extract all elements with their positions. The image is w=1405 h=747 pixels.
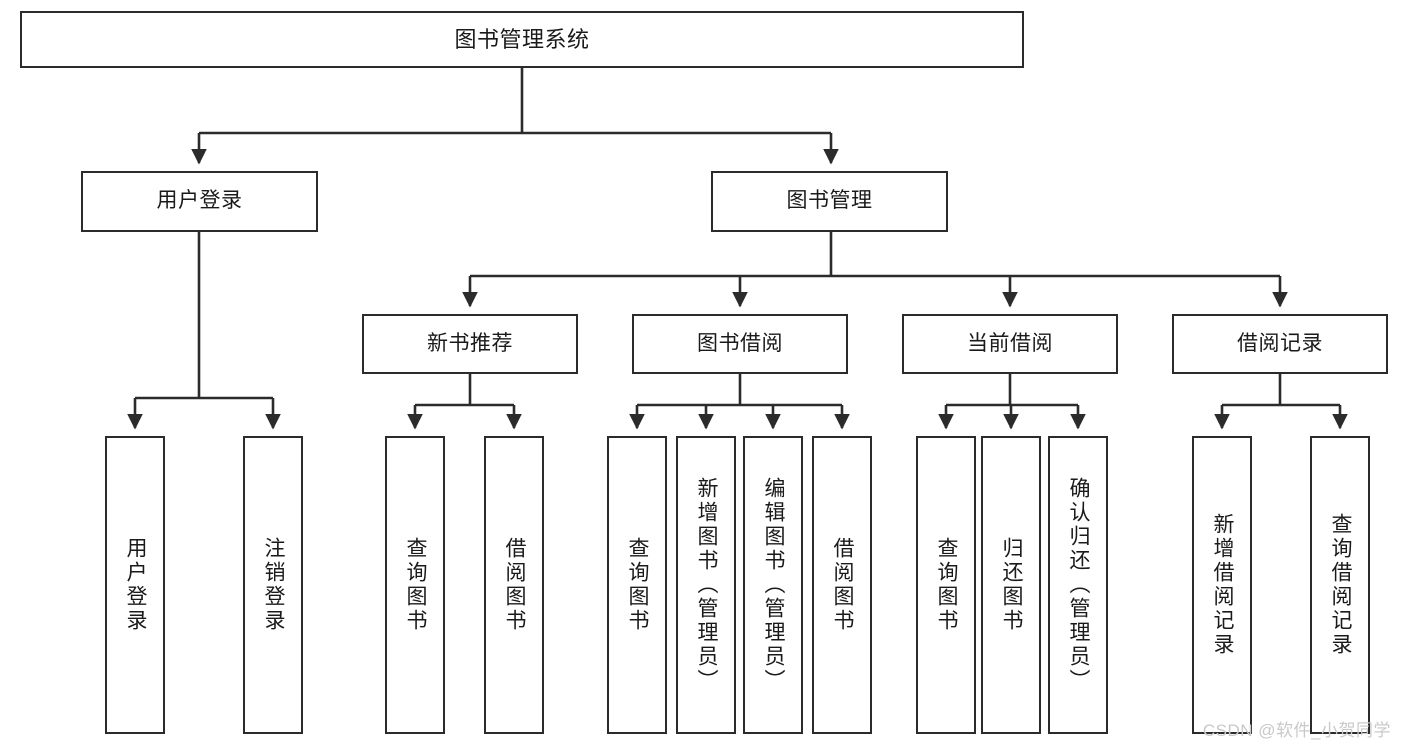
leaf-user-login[interactable]: 用户登录 [105, 436, 165, 734]
node-current-borrow[interactable]: 当前借阅 [902, 314, 1118, 374]
node-label: 用户登录 [124, 537, 148, 633]
leaf-logout[interactable]: 注销登录 [243, 436, 303, 734]
node-label: 借阅图书 [831, 537, 855, 633]
node-label: 图书管理 [786, 189, 873, 213]
node-label: 查询借阅记录 [1329, 513, 1353, 657]
leaf-borrow-book[interactable]: 借阅图书 [812, 436, 872, 734]
node-label: 新增图书（管理员） [695, 477, 719, 693]
leaf-confirm-return-admin[interactable]: 确认归还（管理员） [1048, 436, 1108, 734]
node-label: 借阅记录 [1237, 331, 1323, 355]
leaf-query-book-borrow[interactable]: 查询图书 [607, 436, 667, 734]
node-user-login[interactable]: 用户登录 [81, 171, 318, 232]
leaf-query-book-recommend[interactable]: 查询图书 [385, 436, 445, 734]
leaf-add-book-admin[interactable]: 新增图书（管理员） [676, 436, 736, 734]
node-borrow-records[interactable]: 借阅记录 [1172, 314, 1388, 374]
node-book-borrow[interactable]: 图书借阅 [632, 314, 848, 374]
node-label: 图书借阅 [697, 331, 783, 355]
node-label: 用户登录 [156, 189, 243, 213]
node-label: 查询图书 [404, 537, 428, 633]
leaf-query-book-current[interactable]: 查询图书 [916, 436, 976, 734]
node-label: 新书推荐 [427, 331, 513, 355]
node-new-book-recommend[interactable]: 新书推荐 [362, 314, 578, 374]
node-label: 新增借阅记录 [1211, 513, 1235, 657]
node-label: 图书管理系统 [454, 26, 590, 52]
node-label: 归还图书 [1000, 537, 1024, 633]
node-label: 查询图书 [626, 537, 650, 633]
node-label: 确认归还（管理员） [1067, 477, 1091, 693]
node-book-management[interactable]: 图书管理 [711, 171, 948, 232]
node-label: 编辑图书（管理员） [762, 477, 786, 693]
leaf-return-book[interactable]: 归还图书 [981, 436, 1041, 734]
node-label: 查询图书 [935, 537, 959, 633]
node-label: 注销登录 [262, 537, 286, 633]
leaf-borrow-book-recommend[interactable]: 借阅图书 [484, 436, 544, 734]
node-label: 当前借阅 [967, 331, 1053, 355]
node-label: 借阅图书 [503, 537, 527, 633]
node-root-system[interactable]: 图书管理系统 [20, 11, 1024, 68]
leaf-query-borrow-record[interactable]: 查询借阅记录 [1310, 436, 1370, 734]
csdn-watermark: CSDN @软件_小贺同学 [1202, 721, 1391, 740]
leaf-edit-book-admin[interactable]: 编辑图书（管理员） [743, 436, 803, 734]
leaf-add-borrow-record[interactable]: 新增借阅记录 [1192, 436, 1252, 734]
